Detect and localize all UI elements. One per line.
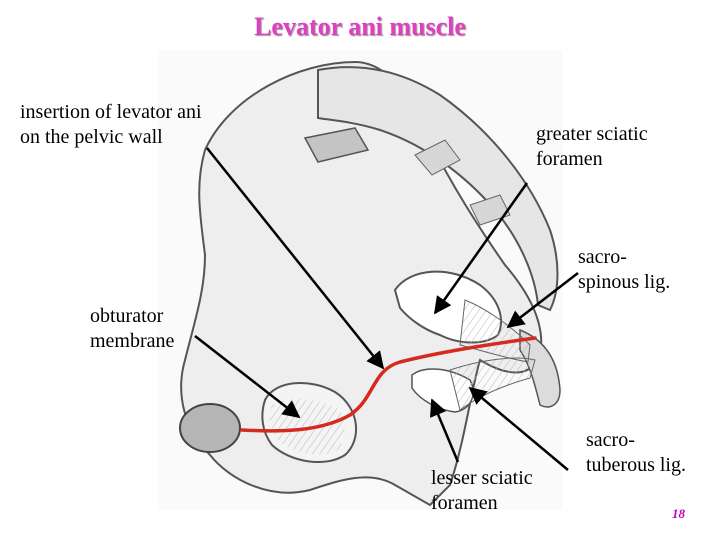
levator-ani-insertion-line xyxy=(240,336,537,433)
label-lesser-sciatic-line-2: foramen xyxy=(431,492,498,514)
label-sacrospinous-ligament: sacro- spinous lig. xyxy=(578,245,670,295)
sacral-band-2 xyxy=(469,194,511,226)
label-sacrospinous-line-2: spinous lig. xyxy=(578,271,671,293)
vertebra-band xyxy=(303,127,370,163)
label-obturator-line-2: membrane xyxy=(90,330,175,352)
label-insertion-line-1: insertion of levator ani xyxy=(20,101,202,123)
label-greater-sciatic-foramen: greater sciatic foramen xyxy=(536,122,648,172)
label-greater-sciatic-line-2: foramen xyxy=(536,148,603,170)
arrow-insertion xyxy=(206,147,385,370)
acetabulum xyxy=(179,403,241,453)
page-number: 18 xyxy=(672,506,685,521)
label-sacrotuberous-ligament: sacro- tuberous lig. xyxy=(586,428,686,478)
slide-title: Levator ani muscle xyxy=(254,12,466,41)
label-sacrospinous-line-1: sacro- xyxy=(578,246,627,268)
arrow-lesser-sciatic xyxy=(430,398,460,463)
label-insertion-line-2: on the pelvic wall xyxy=(20,126,163,148)
sacral-band-1 xyxy=(414,139,461,176)
arrow-sacrotuberous xyxy=(468,386,569,471)
label-sacrotuberous-line-2: tuberous lig. xyxy=(586,454,686,476)
label-lesser-sciatic-line-1: lesser sciatic xyxy=(431,467,533,489)
arrow-obturator xyxy=(194,335,301,419)
sacrum xyxy=(317,66,559,312)
label-obturator-membrane: obturator membrane xyxy=(90,304,174,354)
arrow-sacrospinous xyxy=(506,272,579,329)
label-lesser-sciatic-foramen: lesser sciatic foramen xyxy=(431,466,533,516)
label-obturator-line-1: obturator xyxy=(90,305,164,327)
label-sacrotuberous-line-1: sacro- xyxy=(586,429,635,451)
label-greater-sciatic-line-1: greater sciatic xyxy=(536,123,648,145)
label-insertion-of-levator-ani: insertion of levator ani on the pelvic w… xyxy=(20,100,202,150)
arrow-greater-sciatic xyxy=(433,182,529,315)
